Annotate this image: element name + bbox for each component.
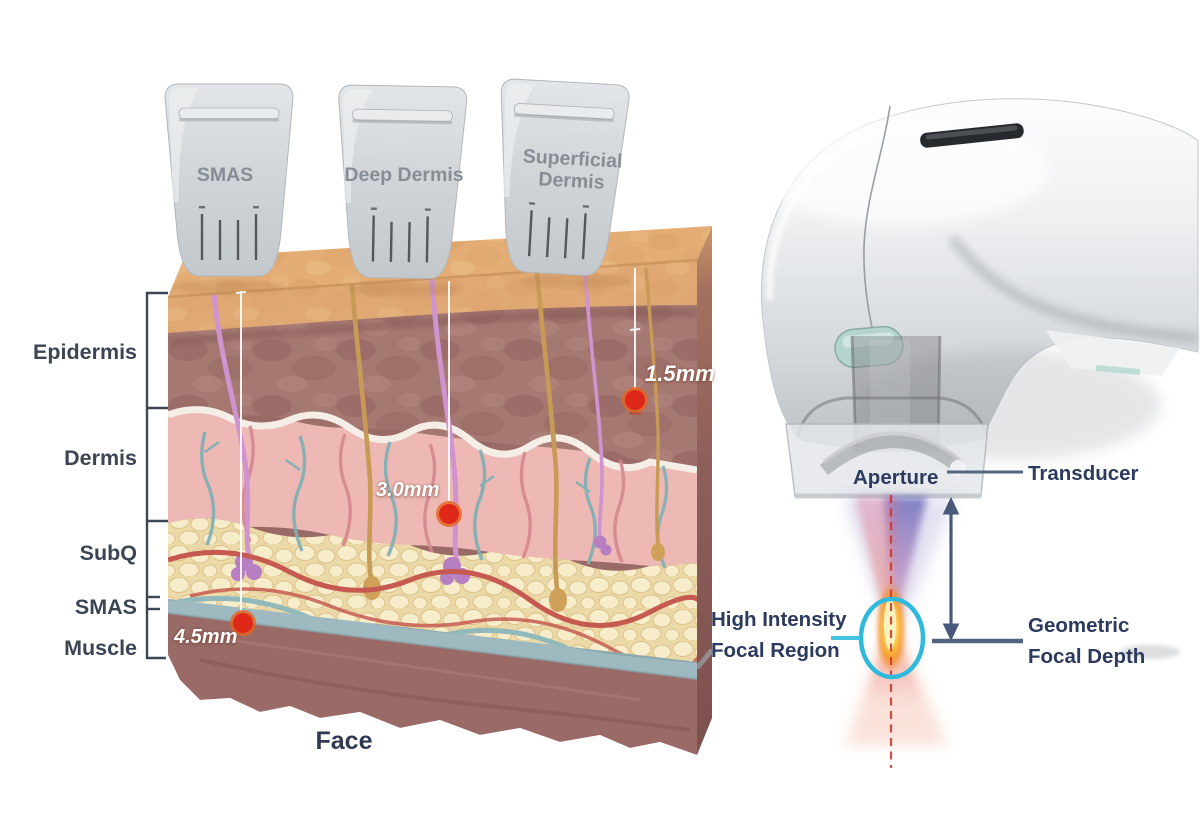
cartridge-label-smas: SMAS: [196, 164, 254, 186]
depth-label-1-5mm: 1.5mm: [645, 361, 715, 386]
device-button: [834, 325, 904, 369]
focal-depth-label-line2: Focal Depth: [1028, 645, 1146, 668]
depth-label-4-5mm: 4.5mm: [174, 626, 238, 648]
diagram-caption-face: Face: [315, 727, 373, 755]
layer-label-muscle: Muscle: [64, 636, 137, 660]
layer-label-epidermis: Epidermis: [33, 340, 137, 364]
inner-transducer-column: [852, 336, 940, 452]
focal-depth-arrow: [942, 496, 960, 642]
layer-label-dermis: Dermis: [64, 446, 137, 470]
annotation-lines: [831, 470, 1023, 644]
depth-markers: [230, 268, 648, 636]
depth-guide-4-5mm: [230, 291, 256, 636]
aperture-window: [785, 423, 989, 499]
cartridge-label-superficial-dermis: Superficial Dermis: [522, 145, 623, 194]
ultrasound-beam: [843, 495, 957, 768]
layer-label-subq: SubQ: [79, 541, 137, 565]
transducer-label: Transducer: [1028, 462, 1139, 485]
focal-depth-label-line1: Geometric: [1028, 614, 1130, 637]
handle-end-plate: [1046, 330, 1180, 376]
aperture-label: Aperture: [853, 466, 939, 489]
skin-block-side-face: [697, 226, 712, 755]
top-slot: [920, 123, 1024, 148]
depth-label-3-0mm: 3.0mm: [376, 479, 440, 501]
cartridge-label-deep-dermis: Deep Dermis: [344, 164, 464, 186]
handpiece-device: [750, 98, 1199, 659]
depth-guide-1-5mm: [622, 268, 648, 415]
body-seam: [863, 105, 891, 349]
focal-region-label: High Intensity Focal Region: [711, 604, 847, 666]
depth-guide-3-0mm: [436, 281, 462, 527]
focal-region-circle: [858, 596, 926, 680]
focal-region-label-line1: High Intensity: [711, 608, 847, 631]
layer-label-smas: SMAS: [74, 595, 137, 619]
layer-depth-bracket: [145, 291, 168, 660]
focal-region-label-line2: Focal Region: [711, 639, 840, 662]
focal-depth-label: Geometric Focal Depth: [1028, 610, 1145, 672]
skin-block: [167, 226, 714, 755]
